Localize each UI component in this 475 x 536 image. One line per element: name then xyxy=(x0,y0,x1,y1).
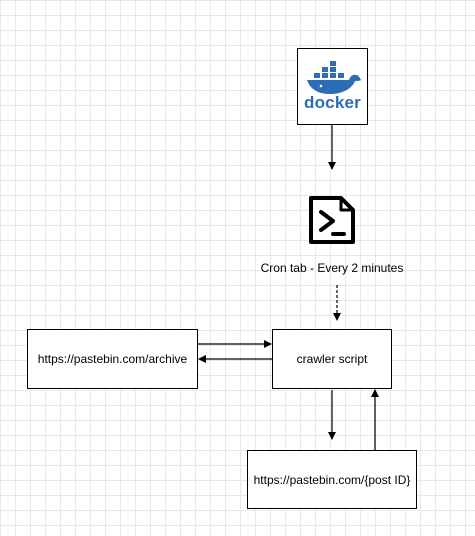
docker-logo-text: docker xyxy=(304,92,361,112)
docker-node: docker xyxy=(297,48,368,125)
crawler-node: crawler script xyxy=(272,329,392,389)
cron-label: Cron tab - Every 2 minutes xyxy=(260,261,404,275)
archive-node: https://pastebin.com/archive xyxy=(27,329,198,389)
crawler-label: crawler script xyxy=(296,352,368,366)
docker-whale-icon xyxy=(306,60,361,94)
post-node: https://pastebin.com/{post ID} xyxy=(247,450,417,509)
archive-label: https://pastebin.com/archive xyxy=(37,352,188,366)
post-label: https://pastebin.com/{post ID} xyxy=(253,472,411,487)
terminal-script-icon xyxy=(309,196,355,244)
